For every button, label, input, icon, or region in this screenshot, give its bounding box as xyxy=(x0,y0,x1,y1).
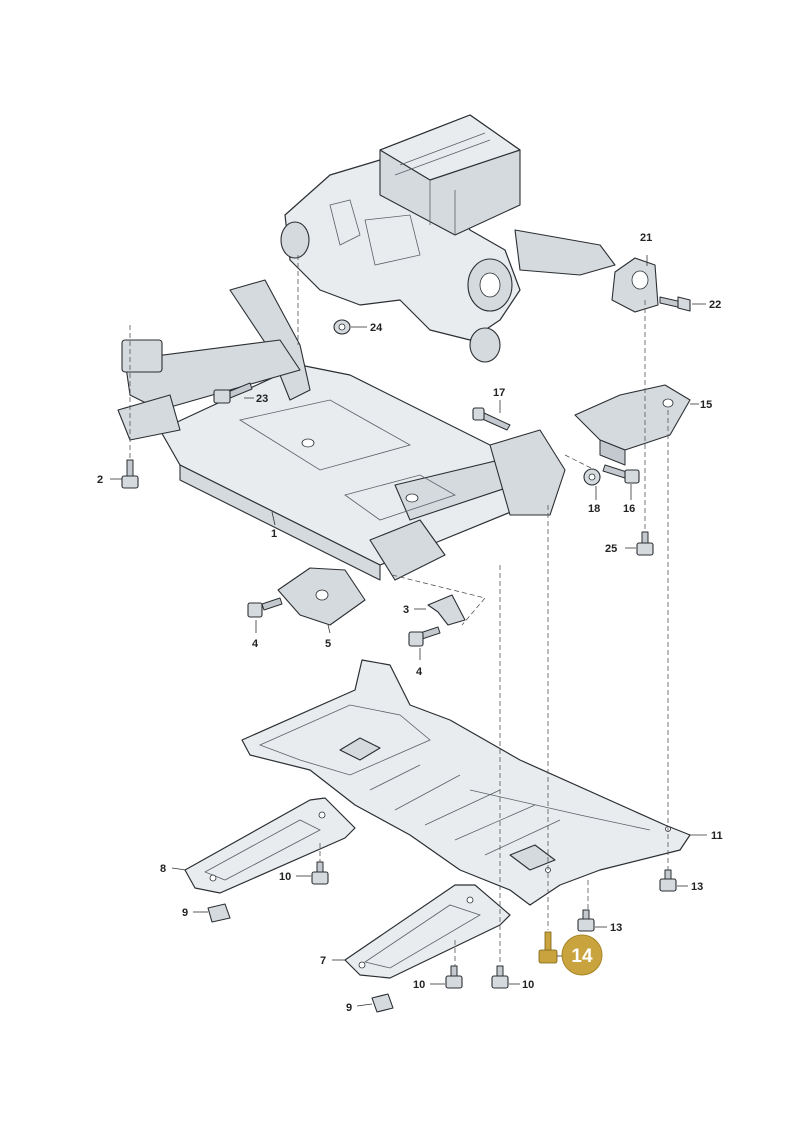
bolt-16[interactable] xyxy=(602,464,640,484)
label-5: 5 xyxy=(325,638,331,650)
label-24: 24 xyxy=(370,322,383,334)
bolt-13-a[interactable] xyxy=(659,869,677,892)
label-11: 11 xyxy=(711,830,723,842)
label-15: 15 xyxy=(700,399,712,411)
label-18: 18 xyxy=(588,503,600,515)
assembly-lines xyxy=(129,255,669,966)
underbody-panel[interactable] xyxy=(241,659,691,906)
nut-18[interactable] xyxy=(583,468,601,486)
label-10-a: 10 xyxy=(279,871,291,883)
bolt-17[interactable] xyxy=(472,407,511,431)
label-17: 17 xyxy=(493,387,505,399)
bracket-5[interactable] xyxy=(277,567,366,626)
bracket-15[interactable] xyxy=(574,384,691,466)
label-4-right: 4 xyxy=(416,666,423,678)
bolt-4-right[interactable] xyxy=(408,626,441,647)
leader-lines xyxy=(110,255,707,1007)
label-23: 23 xyxy=(256,393,268,405)
bolt-22[interactable] xyxy=(659,296,691,312)
label-9-upper: 9 xyxy=(182,907,188,919)
bracket-3[interactable] xyxy=(427,594,466,626)
clip-9-lower[interactable] xyxy=(371,993,394,1013)
label-22: 22 xyxy=(709,299,721,311)
bolt-10-a[interactable] xyxy=(311,861,329,885)
label-8: 8 xyxy=(160,863,166,875)
label-16: 16 xyxy=(623,503,635,515)
label-10-b: 10 xyxy=(413,979,425,991)
bolt-4-left[interactable] xyxy=(247,597,283,618)
label-2: 2 xyxy=(97,474,103,486)
plate-7[interactable] xyxy=(344,884,511,979)
bolt-2[interactable] xyxy=(121,459,139,489)
label-13-b: 13 xyxy=(610,922,622,934)
drive-unit[interactable] xyxy=(280,114,616,363)
nut-24[interactable] xyxy=(333,319,351,335)
label-4-left: 4 xyxy=(252,638,259,650)
clip-9-upper[interactable] xyxy=(207,903,231,923)
label-9-lower: 9 xyxy=(346,1002,352,1014)
label-25: 25 xyxy=(605,543,617,555)
label-7: 7 xyxy=(320,955,326,967)
label-13-a: 13 xyxy=(691,881,703,893)
subframe[interactable] xyxy=(117,279,566,581)
bolt-13-b[interactable] xyxy=(577,909,595,932)
label-1: 1 xyxy=(271,528,277,540)
label-14: 14 xyxy=(571,946,593,967)
rubber-mount[interactable] xyxy=(611,257,659,313)
bolt-25[interactable] xyxy=(636,531,654,556)
plate-8[interactable] xyxy=(184,797,356,894)
bolt-10-c[interactable] xyxy=(491,965,509,989)
part-labels: 1 2 3 4 4 5 7 8 9 9 10 10 10 11 13 13 15… xyxy=(97,232,723,1014)
label-10-c: 10 xyxy=(522,979,534,991)
bolt-14-highlighted[interactable] xyxy=(538,931,558,964)
label-21: 21 xyxy=(640,232,652,244)
highlight-badge-14[interactable]: 14 xyxy=(561,934,603,976)
bolt-10-b[interactable] xyxy=(445,965,463,989)
label-3: 3 xyxy=(403,604,409,616)
bolt-23[interactable] xyxy=(213,382,253,404)
